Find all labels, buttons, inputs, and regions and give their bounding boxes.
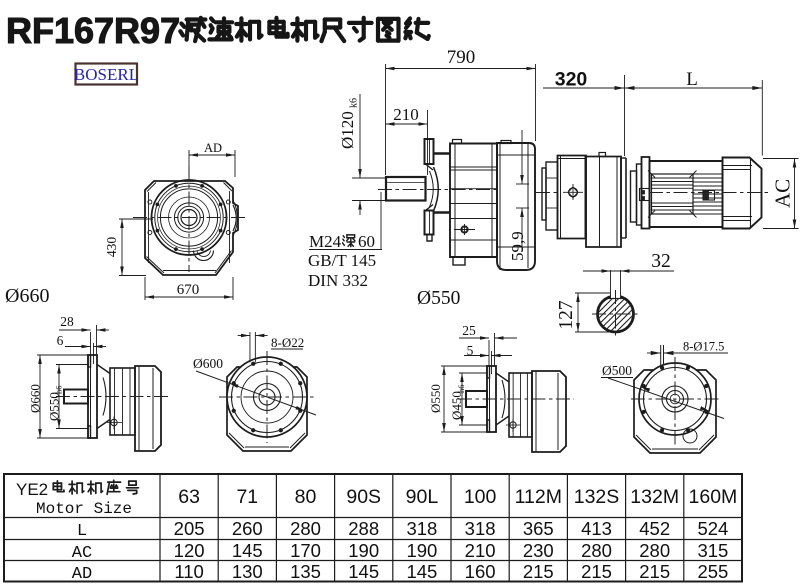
svg-text:452: 452 — [639, 518, 670, 539]
svg-text:GB/T 145: GB/T 145 — [308, 251, 376, 270]
svg-text:365: 365 — [523, 518, 554, 539]
svg-text:Motor Size: Motor Size — [36, 500, 132, 518]
svg-text:145: 145 — [406, 561, 437, 582]
svg-text:205: 205 — [174, 518, 205, 539]
svg-text:288: 288 — [348, 518, 379, 539]
svg-text:145: 145 — [232, 540, 263, 561]
svg-text:132M: 132M — [630, 486, 679, 508]
svg-text:320: 320 — [555, 69, 588, 91]
svg-text:RF167R97: RF167R97 — [6, 10, 180, 51]
svg-text:M24: M24 — [309, 232, 342, 251]
svg-text:Ø550: Ø550 — [47, 392, 62, 421]
svg-text:6: 6 — [57, 333, 64, 348]
svg-text:h6: h6 — [54, 386, 64, 395]
svg-text:130: 130 — [232, 561, 263, 582]
svg-text:Ø500: Ø500 — [602, 363, 632, 378]
svg-text:255: 255 — [697, 561, 728, 582]
svg-text:90S: 90S — [346, 486, 381, 508]
svg-text:215: 215 — [581, 561, 612, 582]
svg-text:670: 670 — [177, 282, 200, 298]
svg-text:h6: h6 — [456, 385, 466, 394]
svg-text:112M: 112M — [515, 486, 562, 508]
svg-text:L: L — [686, 69, 698, 90]
svg-text:59,9: 59,9 — [508, 231, 527, 261]
svg-text:160M: 160M — [689, 486, 738, 508]
svg-text:Ø450: Ø450 — [449, 391, 464, 420]
svg-text:170: 170 — [290, 540, 321, 561]
svg-text:413: 413 — [581, 518, 612, 539]
svg-text:215: 215 — [639, 561, 670, 582]
svg-text:28: 28 — [60, 314, 74, 329]
svg-text:Ø600: Ø600 — [193, 356, 223, 371]
svg-text:430: 430 — [104, 237, 119, 258]
svg-text:L: L — [77, 522, 87, 541]
svg-text:25: 25 — [462, 323, 476, 338]
svg-text:280: 280 — [639, 540, 670, 561]
svg-text:315: 315 — [697, 540, 728, 561]
svg-text:190: 190 — [406, 540, 437, 561]
svg-text:210: 210 — [393, 105, 419, 124]
svg-text:145: 145 — [348, 561, 379, 582]
svg-text:Ø660: Ø660 — [5, 285, 49, 307]
svg-text:AD: AD — [204, 141, 222, 155]
svg-text:190: 190 — [348, 540, 379, 561]
svg-text:k6: k6 — [349, 98, 360, 108]
svg-text:210: 210 — [465, 540, 496, 561]
svg-text:132S: 132S — [574, 486, 620, 508]
svg-text:100: 100 — [464, 486, 497, 508]
svg-text:790: 790 — [447, 47, 476, 68]
svg-text:280: 280 — [290, 518, 321, 539]
svg-text:AD: AD — [72, 565, 92, 584]
svg-text:5: 5 — [467, 343, 474, 358]
svg-text:Ø660: Ø660 — [28, 384, 43, 413]
svg-text:110: 110 — [174, 561, 204, 582]
svg-text:280: 280 — [581, 540, 612, 561]
svg-text:80: 80 — [295, 486, 317, 508]
svg-text:160: 160 — [465, 561, 496, 582]
svg-text:230: 230 — [523, 540, 554, 561]
svg-text:318: 318 — [406, 518, 437, 539]
svg-text:BOSERL: BOSERL — [74, 65, 139, 84]
svg-text:71: 71 — [236, 486, 258, 508]
svg-text:120: 120 — [174, 540, 205, 561]
svg-text:32: 32 — [651, 251, 671, 272]
svg-text:90L: 90L — [406, 486, 439, 508]
svg-text:63: 63 — [178, 486, 200, 508]
svg-text:135: 135 — [290, 561, 321, 582]
svg-text:AC: AC — [72, 544, 92, 563]
svg-text:Ø120: Ø120 — [338, 111, 357, 149]
svg-text:127: 127 — [556, 300, 577, 330]
svg-text:8-Ø22: 8-Ø22 — [271, 335, 304, 350]
svg-text:318: 318 — [465, 518, 496, 539]
svg-text:8-Ø17.5: 8-Ø17.5 — [683, 340, 724, 354]
svg-text:YE2: YE2 — [16, 480, 48, 499]
svg-text:215: 215 — [523, 561, 554, 582]
svg-text:Ø550: Ø550 — [417, 288, 460, 309]
svg-text:260: 260 — [232, 518, 263, 539]
svg-text:60: 60 — [358, 232, 375, 251]
svg-text:Ø550: Ø550 — [428, 384, 443, 413]
svg-text:DIN 332: DIN 332 — [308, 271, 368, 290]
svg-text:AC: AC — [771, 179, 795, 208]
svg-text:524: 524 — [697, 518, 728, 539]
